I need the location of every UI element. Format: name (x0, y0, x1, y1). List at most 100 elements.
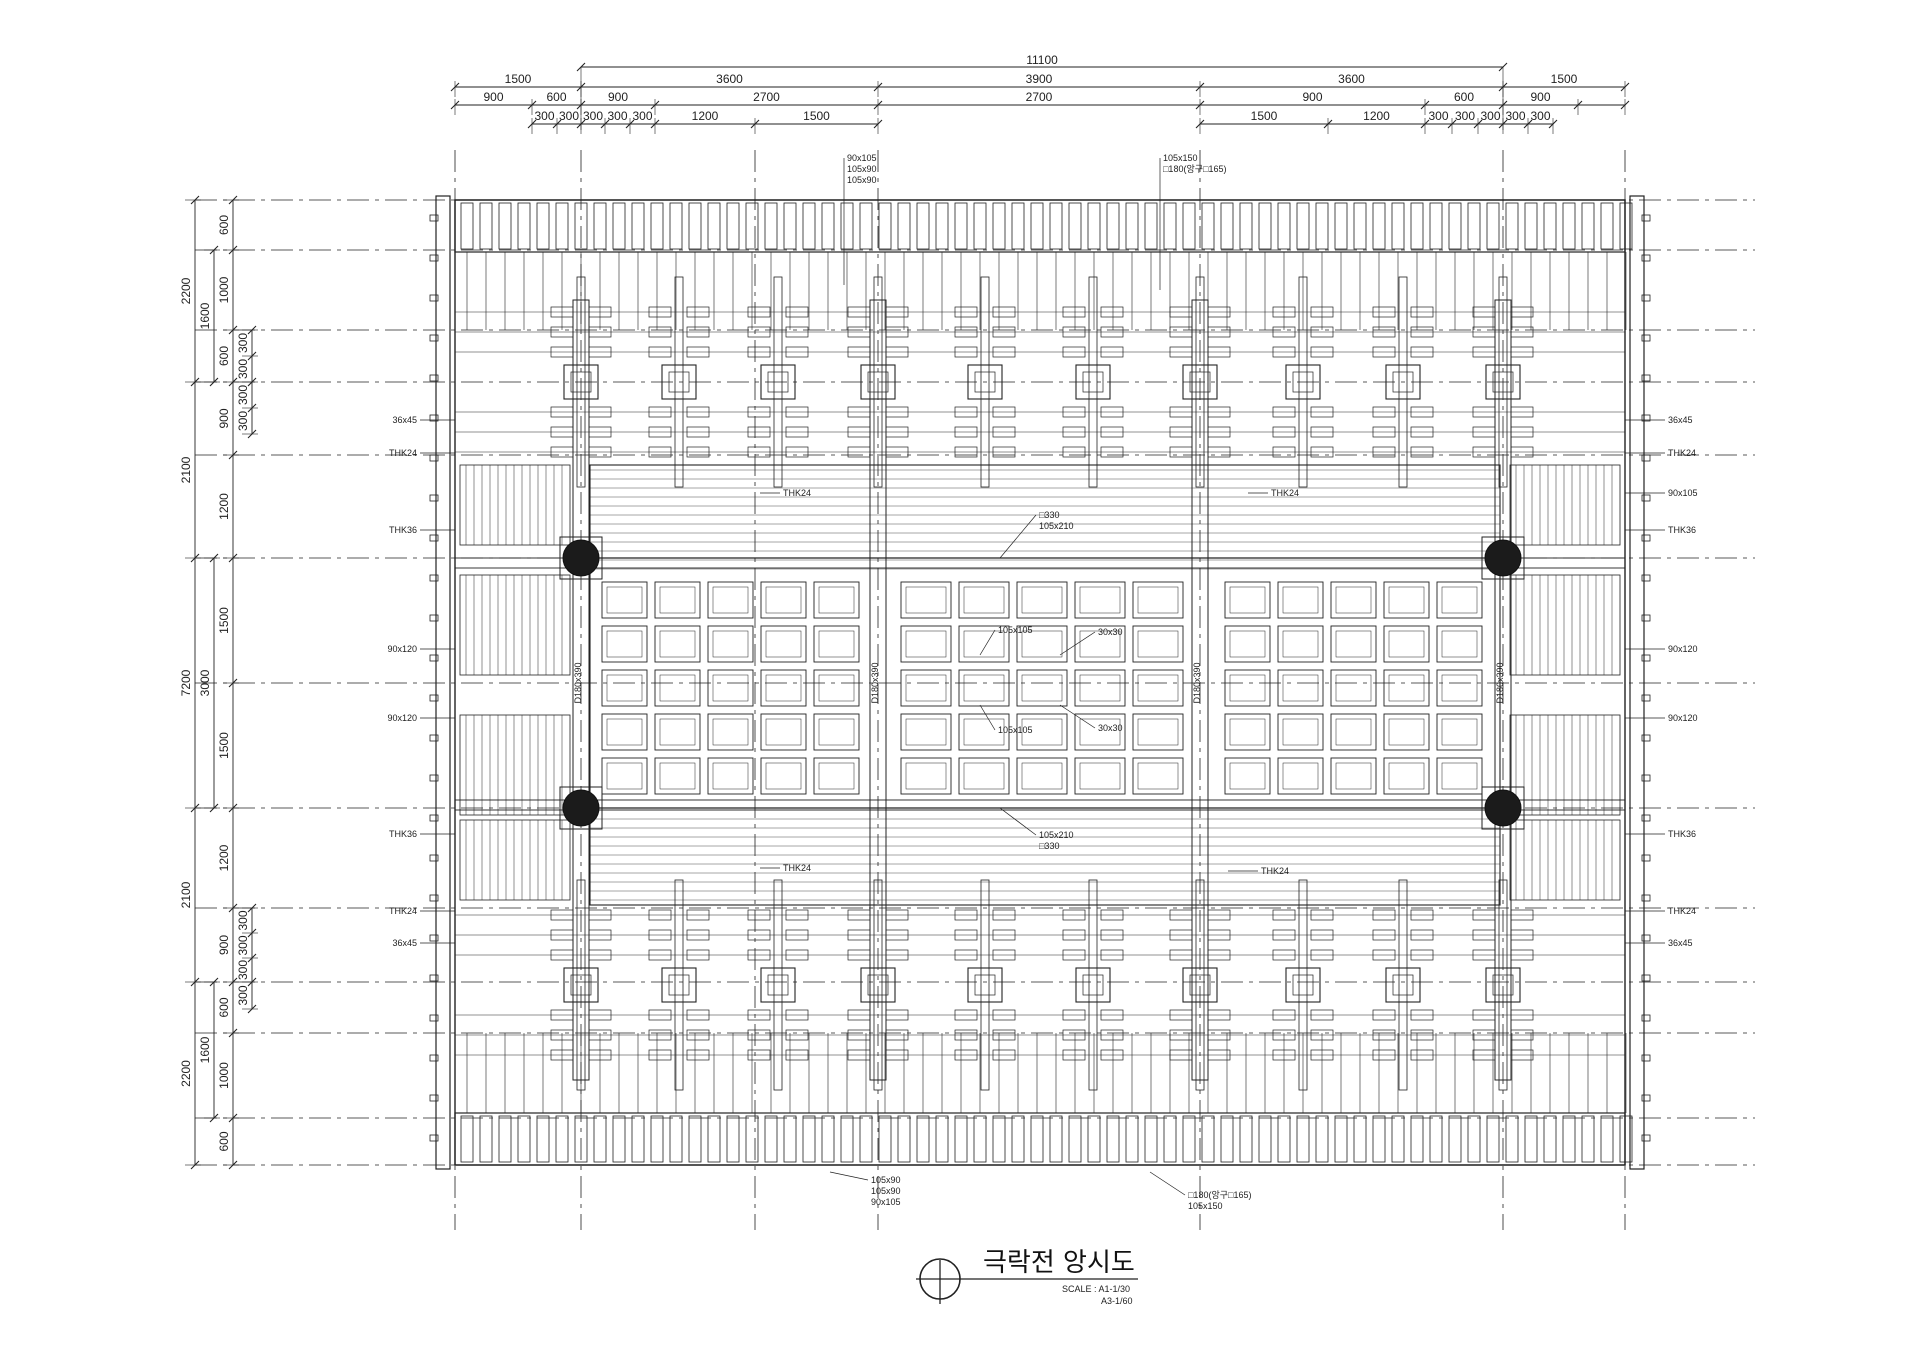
bracket-arm (1298, 879, 1308, 1091)
eave-rafter-end (878, 202, 892, 250)
coffer-panel (813, 625, 860, 663)
eave-rafter-end (631, 1115, 645, 1163)
side-tab (1641, 1014, 1651, 1022)
eave-rafter-end (574, 1115, 588, 1163)
coffer-inset (963, 586, 1005, 614)
coffer-panel (1330, 713, 1377, 751)
dim-label: 1500 (1551, 72, 1578, 86)
note-top-right: 105x150 (1163, 153, 1198, 163)
coffer-inset (1282, 674, 1319, 702)
coffer-inset (606, 762, 643, 790)
note-left-side: 36x45 (392, 415, 417, 425)
bracket-arm (773, 276, 783, 488)
dim-total-label: 11100 (1026, 53, 1058, 67)
note-right-side: THK36 (1668, 829, 1696, 839)
column-base (1481, 536, 1525, 580)
note-center-top: 105x210 (1039, 521, 1074, 531)
side-rafter-panel (1509, 714, 1621, 816)
eave-rafter-end (1030, 202, 1044, 250)
eave-rafter-end (1486, 1115, 1500, 1163)
coffer-inset (712, 718, 749, 746)
side-tab (429, 374, 439, 382)
bracket-block-inner (767, 371, 789, 393)
eave-rafter-end (460, 202, 474, 250)
coffer-inset (905, 674, 947, 702)
coffer-panel (1132, 713, 1184, 751)
side-tab (429, 574, 439, 582)
dim-label: 2100 (179, 456, 193, 483)
coffer-panel (601, 581, 648, 619)
side-tab (1641, 854, 1651, 862)
coffer-inset (1079, 762, 1121, 790)
eave-rafter-end (1087, 202, 1101, 250)
bracket-block (860, 364, 896, 400)
side-tab (429, 454, 439, 462)
eave-rafter-end (840, 202, 854, 250)
coffer-inset (1021, 718, 1063, 746)
bracket-block-inner (974, 974, 996, 996)
coffer-panel (1436, 625, 1483, 663)
dim-label: 2200 (179, 1060, 193, 1087)
coffer-inset (1079, 674, 1121, 702)
note-top-left: 105x90 (847, 175, 877, 185)
note-inner-thk: THK24 (1261, 866, 1289, 876)
coffer-panel (958, 581, 1010, 619)
note-bottom-left: 105x90 (871, 1186, 901, 1196)
side-rafter-panel (459, 464, 571, 546)
eave-rafter-end (612, 202, 626, 250)
coffer-inset (1388, 674, 1425, 702)
dim-label: 300 (534, 109, 554, 123)
coffer-panel (760, 713, 807, 751)
side-tab (429, 1094, 439, 1102)
eave-rafter-end (1011, 202, 1025, 250)
coffer-inset (1229, 586, 1266, 614)
coffer-panel (1383, 713, 1430, 751)
bracket-block-inner (1292, 974, 1314, 996)
side-tab (1641, 494, 1651, 502)
eave-rafter-end (1524, 1115, 1538, 1163)
side-tab (429, 294, 439, 302)
side-tab (1641, 934, 1651, 942)
coffer-inset (1335, 718, 1372, 746)
note-beam-vertical: D180x390 (1192, 662, 1202, 703)
eave-rafter-end (669, 202, 683, 250)
coffer-panel (1074, 625, 1126, 663)
coffer-panel (760, 625, 807, 663)
coffer-inset (905, 718, 947, 746)
side-tab (429, 1014, 439, 1022)
eave-rafter-end (612, 1115, 626, 1163)
eave-rafter-end (1182, 1115, 1196, 1163)
coffer-panel (1016, 669, 1068, 707)
coffer-panel (1016, 625, 1068, 663)
leader-line (999, 514, 1037, 559)
eave-rafter-end (764, 1115, 778, 1163)
eave-rafter-end (460, 1115, 474, 1163)
eave-rafter-end (1106, 1115, 1120, 1163)
coffer-inset (1079, 630, 1121, 658)
coffer-inset (818, 674, 855, 702)
eave-rafter-end (1429, 1115, 1443, 1163)
bracket-block-inner (974, 371, 996, 393)
dim-label: 1200 (217, 844, 231, 871)
coffer-inset (1441, 630, 1478, 658)
bracket-block-inner (1082, 371, 1104, 393)
bracket-arm (674, 276, 684, 488)
bracket-block (661, 967, 697, 1003)
side-tab (429, 734, 439, 742)
dim-label: 2100 (179, 881, 193, 908)
side-tab (1641, 1054, 1651, 1062)
eave-rafter-end (1068, 1115, 1082, 1163)
coffer-panel (813, 713, 860, 751)
eave-rafter-end (479, 1115, 493, 1163)
coffer-panel (1016, 581, 1068, 619)
side-rafter-panel (459, 714, 571, 816)
coffer-panel (1224, 757, 1271, 795)
side-tab (1641, 454, 1651, 462)
dim-label: 2200 (179, 277, 193, 304)
coffer-panel (813, 669, 860, 707)
eave-rafter-end (707, 202, 721, 250)
scale-label: SCALE : A1-1/30 (1062, 1284, 1130, 1294)
coffer-inset (1282, 762, 1319, 790)
coffer-panel (707, 625, 754, 663)
dim-label: 900 (1530, 90, 1550, 104)
